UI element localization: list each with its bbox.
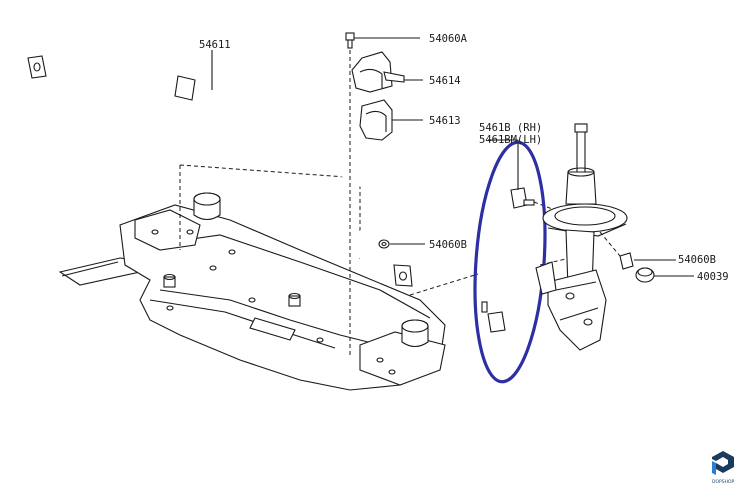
highlight-circle	[473, 140, 547, 384]
bar-mounting-parts	[345, 32, 479, 355]
strut-assembly	[535, 123, 694, 351]
stabilizer-link	[481, 139, 571, 333]
dopshop-logo-icon	[712, 451, 734, 475]
part-label-link-rh: 5461B (RH)	[479, 122, 542, 134]
stabilizer-bar	[27, 39, 413, 287]
part-label-bushing: 54613	[429, 115, 461, 127]
part-label-stabilizer-bar: 54611	[199, 39, 231, 51]
part-label-bolt-a: 54060A	[429, 33, 468, 45]
part-label-strut-nut: 40039	[697, 271, 729, 283]
part-label-clamp: 54614	[429, 75, 461, 87]
part-label-nut-b-right: 54060B	[678, 254, 716, 266]
logo-text: DOPSHOP	[712, 479, 735, 485]
part-label-nut-b-left: 54060B	[429, 239, 467, 251]
subframe	[58, 164, 446, 391]
part-label-link-lh: 5461BM(LH)	[479, 134, 542, 146]
